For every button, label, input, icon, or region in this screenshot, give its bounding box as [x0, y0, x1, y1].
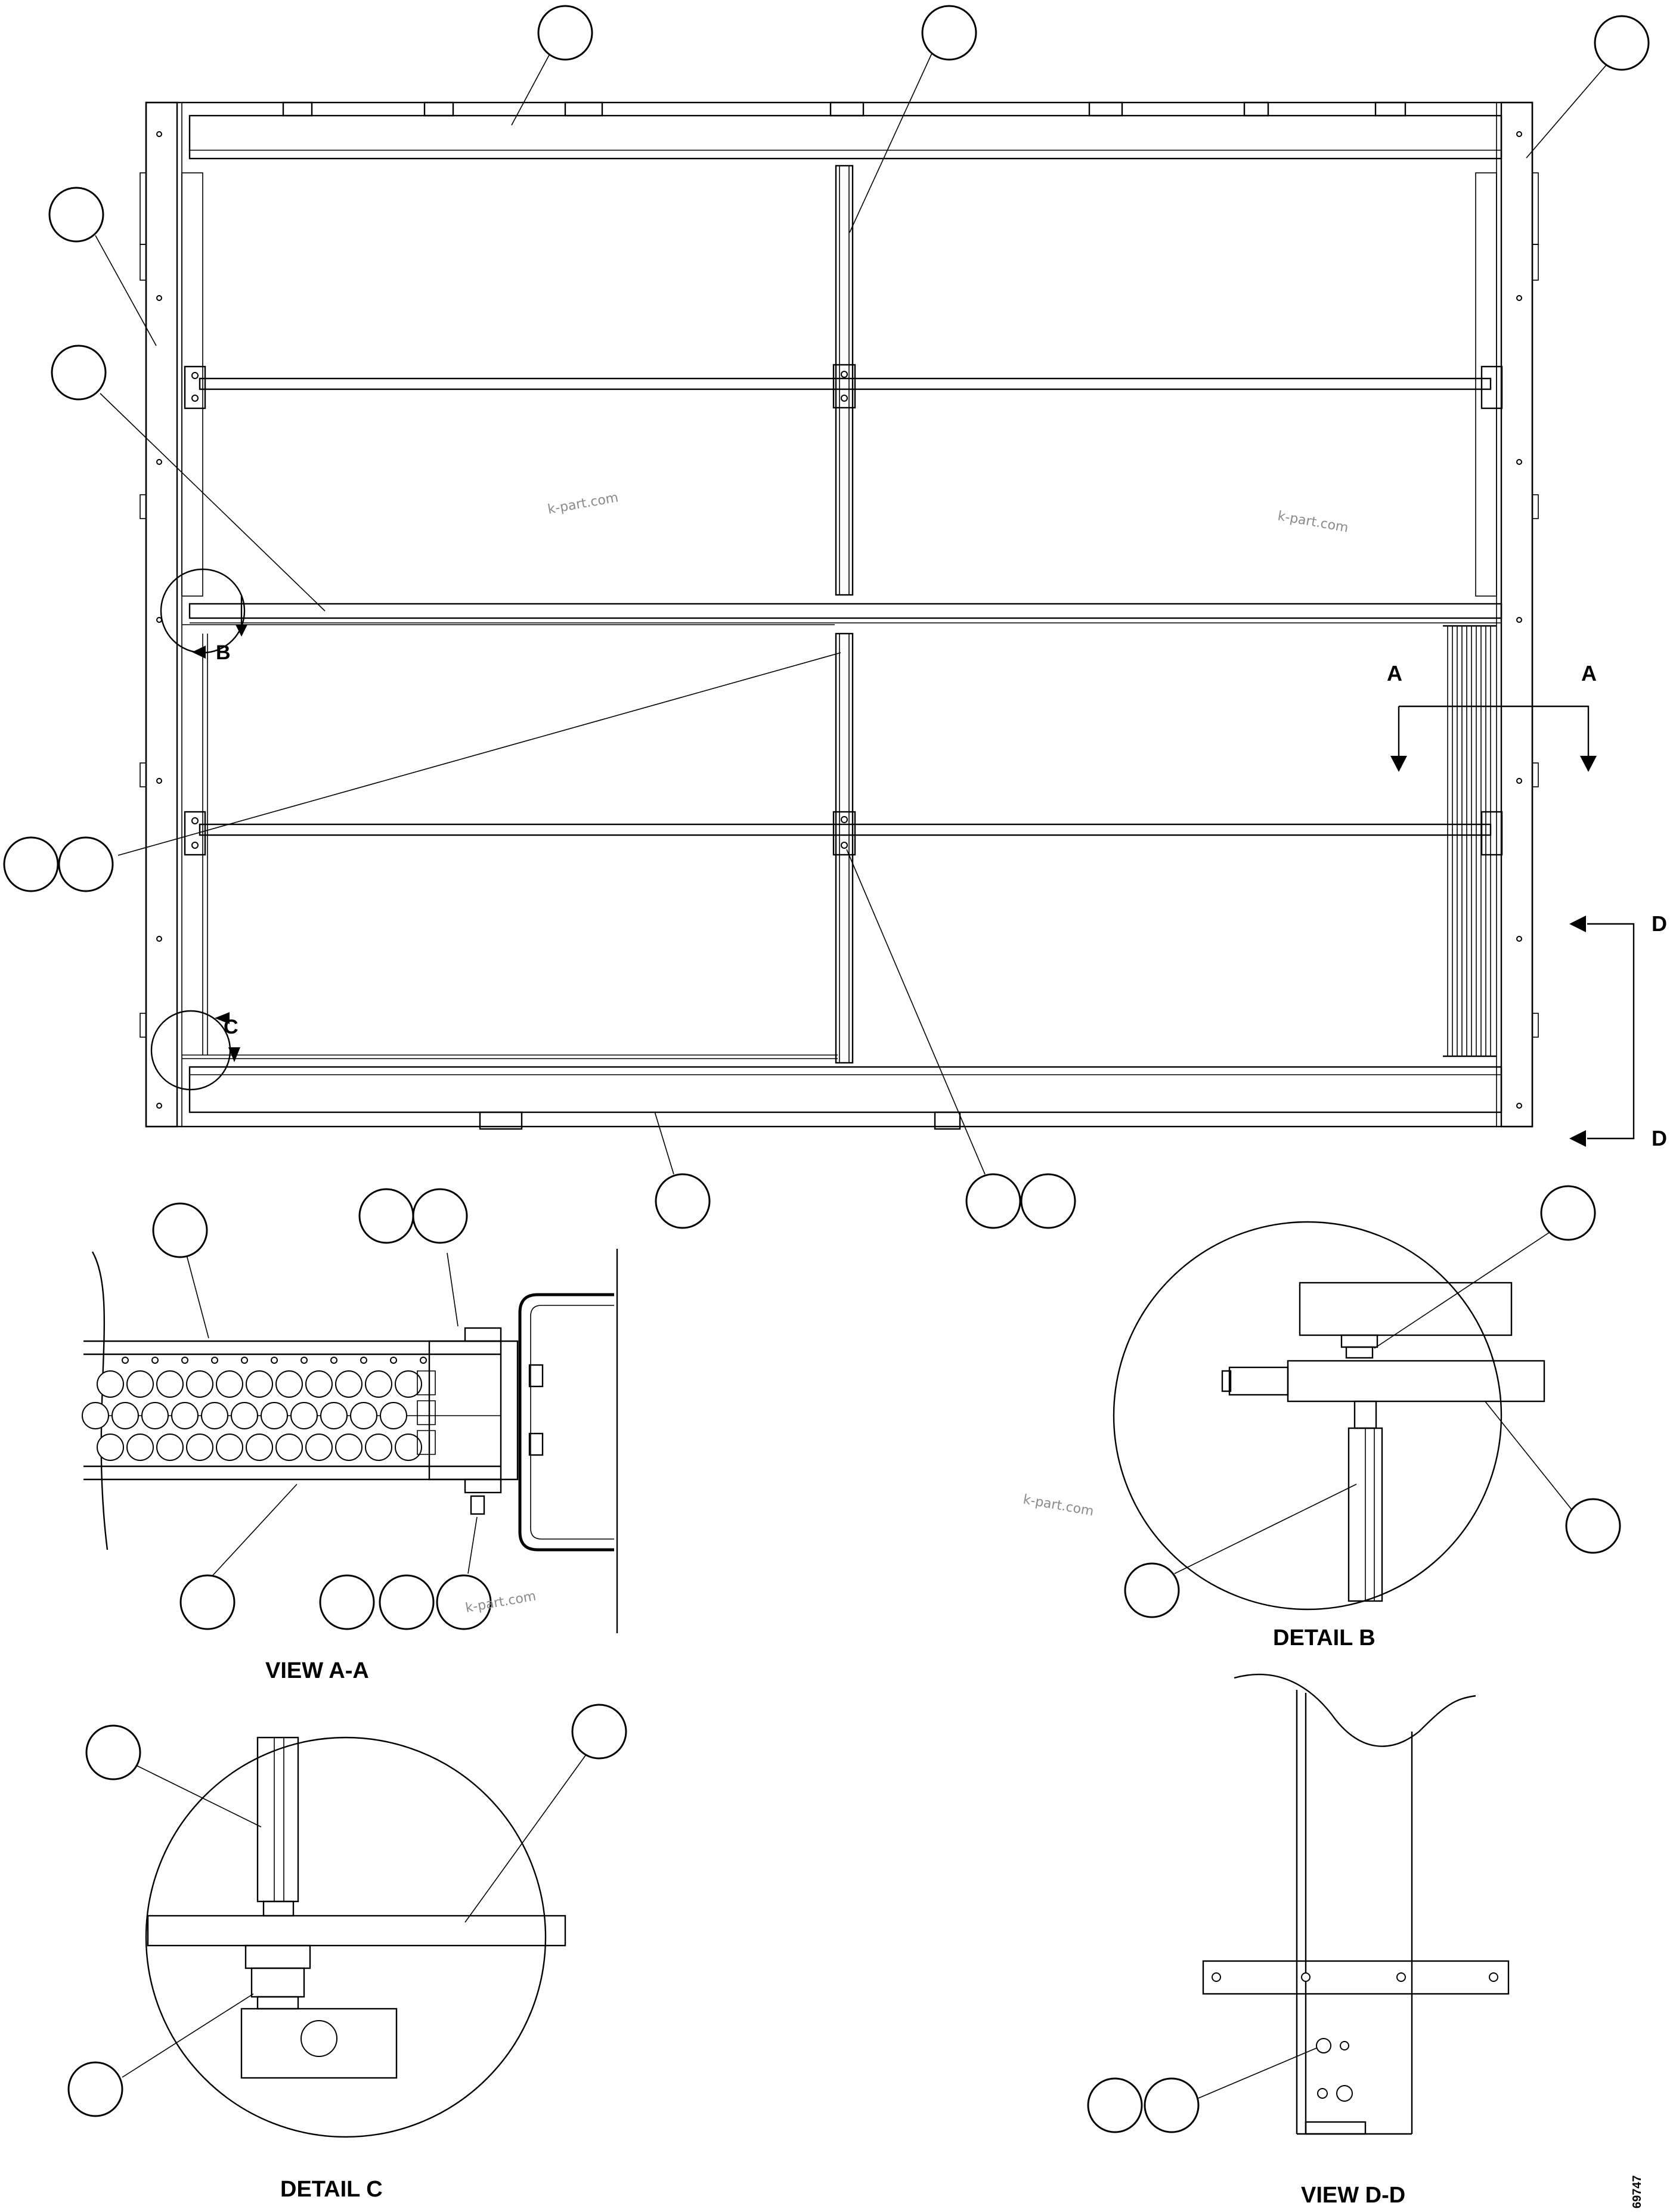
callout-bubble	[3, 836, 59, 892]
watermark: k-part.com	[547, 490, 619, 517]
callout-bubble	[358, 1188, 414, 1244]
section-a-right: A	[1581, 661, 1597, 685]
section-d-bottom: D	[1652, 1126, 1667, 1150]
upright-holes	[156, 131, 1522, 1109]
callout-bubble	[179, 1574, 236, 1630]
view-aa	[82, 1249, 618, 1633]
view-dd-callouts	[1087, 2047, 1317, 2133]
view-aa-callouts	[152, 1188, 492, 1630]
detail-c-mark: C	[224, 1016, 238, 1038]
callout-bubble	[571, 1704, 627, 1760]
callout-bubble	[1020, 1173, 1076, 1229]
detail-c	[145, 1736, 566, 2138]
view-dd	[1202, 1674, 1510, 2135]
caption-detail-b: DETAIL B	[1273, 1625, 1376, 1651]
callout-bubble	[1565, 1498, 1621, 1554]
caption-view-aa: VIEW A-A	[265, 1658, 369, 1683]
section-d-arrows: D D	[1569, 911, 1667, 1150]
callout-bubble	[48, 187, 104, 243]
callout-bubble	[152, 1202, 208, 1258]
detail-c-callouts	[67, 1704, 627, 2117]
callout-bubble	[319, 1574, 375, 1630]
callout-bubble	[51, 345, 107, 401]
drawing-number: 69747	[1631, 2175, 1644, 2208]
cooler-core	[1443, 625, 1497, 1057]
callout-bubble	[655, 1173, 711, 1229]
callout-bubble	[965, 1173, 1021, 1229]
callout-bubble	[1124, 1562, 1180, 1618]
caption-view-dd: VIEW D-D	[1301, 2183, 1405, 2208]
callout-bubble	[412, 1188, 468, 1244]
callout-bubbles	[3, 5, 1650, 1229]
section-a-arrows: A A	[1387, 661, 1597, 772]
detail-b-callouts	[1124, 1185, 1621, 1618]
callout-bubble	[379, 1574, 435, 1630]
caption-detail-c: DETAIL C	[280, 2177, 383, 2202]
callout-bubble	[537, 5, 593, 61]
watermark: k-part.com	[1277, 508, 1349, 535]
callout-bubble	[921, 5, 977, 61]
callout-bubble	[1087, 2077, 1143, 2133]
section-a-left: A	[1387, 661, 1402, 685]
section-d-top: D	[1652, 911, 1667, 936]
callout-bubble	[67, 2061, 123, 2117]
callout-leaders	[95, 50, 1607, 1175]
callout-bubble	[436, 1574, 492, 1630]
rail-holes	[122, 1357, 427, 1364]
callout-bubble	[1594, 15, 1650, 71]
watermark: k-part.com	[1022, 1492, 1095, 1519]
detail-b-mark: B	[216, 641, 231, 664]
tube-rows	[82, 1370, 422, 1461]
callout-bubble	[1540, 1185, 1596, 1241]
callout-bubble	[58, 836, 114, 892]
callout-bubble	[1144, 2077, 1200, 2133]
main-frame-view: B C A A D D	[140, 101, 1667, 1150]
detail-b	[1113, 1221, 1545, 1611]
callout-bubble	[85, 1724, 141, 1780]
